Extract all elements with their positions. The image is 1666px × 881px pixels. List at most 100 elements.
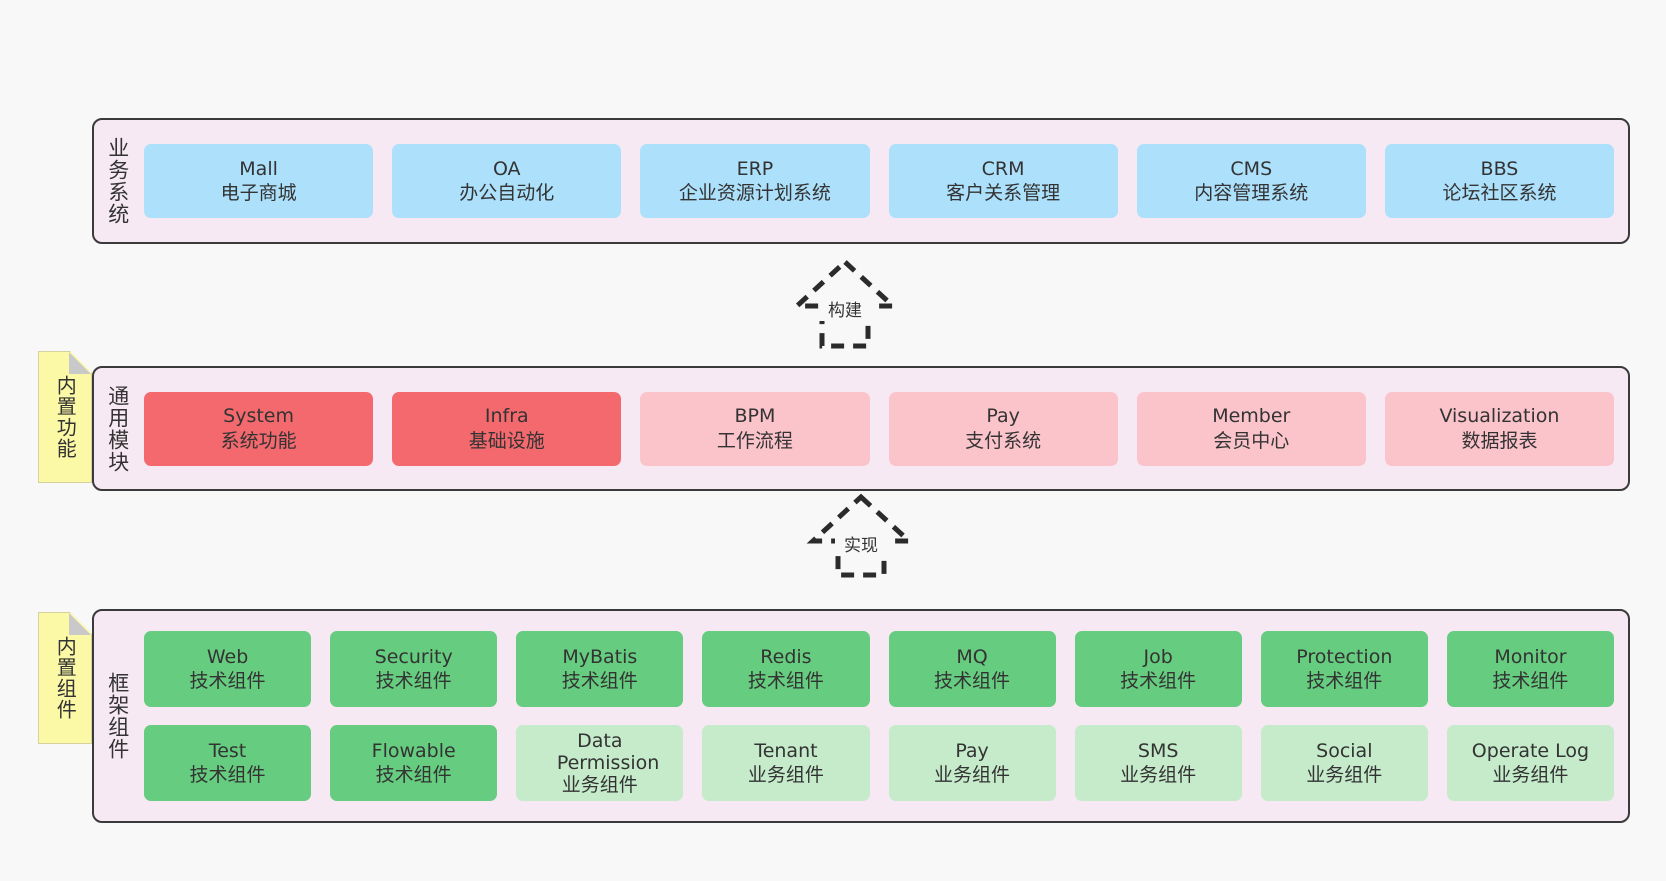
card-visualization[interactable]: Visualization 数据报表 bbox=[1384, 391, 1615, 466]
card-member[interactable]: Member 会员中心 bbox=[1136, 391, 1366, 466]
note-builtin-function: 内置功能 bbox=[38, 351, 92, 483]
card-subtitle: 技术组件 bbox=[1492, 670, 1569, 692]
card-subtitle: 技术组件 bbox=[561, 670, 638, 692]
card-protection[interactable]: Protection 技术组件 bbox=[1260, 631, 1428, 707]
connector-implement: 实现 bbox=[806, 493, 916, 578]
note-builtin-component: 内置组件 bbox=[38, 612, 92, 744]
card-security[interactable]: Security 技术组件 bbox=[330, 631, 498, 707]
card-social[interactable]: Social 业务组件 bbox=[1260, 725, 1428, 801]
card-subtitle: 技术组件 bbox=[934, 670, 1011, 692]
card-subtitle: 业务组件 bbox=[934, 764, 1011, 786]
card-title: Infra bbox=[484, 405, 529, 428]
card-title: MQ bbox=[956, 645, 988, 668]
card-title: CRM bbox=[981, 157, 1025, 180]
card-mybatis[interactable]: MyBatis 技术组件 bbox=[516, 631, 684, 707]
card-title: Security bbox=[374, 645, 453, 668]
card-title: SMS bbox=[1137, 739, 1179, 762]
card-title: BPM bbox=[734, 405, 776, 428]
card-bbs[interactable]: BBS 论坛社区系统 bbox=[1384, 144, 1615, 218]
card-title: Mall bbox=[239, 157, 278, 180]
card-sms[interactable]: SMS 业务组件 bbox=[1074, 725, 1242, 801]
card-title: System bbox=[223, 405, 295, 428]
card-operate-log[interactable]: Operate Log 业务组件 bbox=[1446, 725, 1614, 801]
card-subtitle: 技术组件 bbox=[1306, 670, 1383, 692]
layer-title-business-system: 业务系统 bbox=[105, 137, 130, 225]
layer-common-module: 通用模块 System 系统功能 Infra 基础设施 BPM 工作流程 Pay… bbox=[92, 366, 1630, 491]
card-subtitle: 技术组件 bbox=[375, 670, 452, 692]
connector-implement-label: 实现 bbox=[835, 531, 887, 556]
card-subtitle: 业务组件 bbox=[1492, 764, 1569, 786]
card-subtitle: 数据报表 bbox=[1461, 429, 1538, 452]
card-crm[interactable]: CRM 客户关系管理 bbox=[888, 144, 1118, 218]
card-title: Flowable bbox=[371, 739, 456, 762]
layer-body-business-system: Mall 电子商城 OA 办公自动化 ERP 企业资源计划系统 CRM 客户关系… bbox=[140, 120, 1628, 242]
card-title: Tenant bbox=[754, 739, 818, 762]
card-title: Web bbox=[206, 645, 249, 668]
card-pay[interactable]: Pay 支付系统 bbox=[888, 391, 1118, 466]
card-monitor[interactable]: Monitor 技术组件 bbox=[1446, 631, 1614, 707]
card-title: Operate Log bbox=[1471, 739, 1590, 762]
card-subtitle: 支付系统 bbox=[965, 429, 1042, 452]
card-title: Social bbox=[1316, 739, 1373, 762]
card-redis[interactable]: Redis 技术组件 bbox=[702, 631, 870, 707]
card-system[interactable]: System 系统功能 bbox=[144, 391, 374, 466]
layer-title-common-module: 通用模块 bbox=[105, 384, 130, 473]
card-title: Pay bbox=[986, 405, 1020, 428]
card-subtitle: 系统功能 bbox=[220, 429, 297, 452]
card-row: System 系统功能 Infra 基础设施 BPM 工作流程 Pay 支付系统… bbox=[144, 391, 1615, 466]
card-title: Member bbox=[1212, 405, 1291, 428]
card-title: Protection bbox=[1296, 645, 1393, 668]
card-subtitle: 业务组件 bbox=[561, 774, 638, 797]
card-web[interactable]: Web 技术组件 bbox=[144, 631, 312, 707]
card-subtitle: 企业资源计划系统 bbox=[678, 182, 831, 204]
card-title: Visualization bbox=[1439, 405, 1560, 428]
card-title: Job bbox=[1143, 645, 1173, 668]
note-fold-corner bbox=[69, 613, 91, 635]
card-oa[interactable]: OA 办公自动化 bbox=[392, 144, 622, 218]
card-flowable[interactable]: Flowable 技术组件 bbox=[330, 725, 498, 801]
card-subtitle: 技术组件 bbox=[747, 670, 824, 692]
card-title: OA bbox=[492, 157, 521, 180]
card-subtitle: 内容管理系统 bbox=[1194, 182, 1309, 204]
card-title: Redis bbox=[760, 645, 812, 668]
card-subtitle: 客户关系管理 bbox=[946, 182, 1061, 204]
note-fold-corner bbox=[69, 352, 91, 374]
card-subtitle: 技术组件 bbox=[189, 670, 266, 692]
card-job[interactable]: Job 技术组件 bbox=[1074, 631, 1242, 707]
card-bpm[interactable]: BPM 工作流程 bbox=[640, 391, 870, 466]
card-data-permission[interactable]: Data Permission 业务组件 bbox=[516, 725, 684, 801]
note-label: 内置功能 bbox=[53, 375, 78, 459]
layer-body-common-module: System 系统功能 Infra 基础设施 BPM 工作流程 Pay 支付系统… bbox=[140, 368, 1628, 489]
card-title: BBS bbox=[1480, 157, 1519, 180]
card-title: MyBatis bbox=[562, 645, 638, 668]
card-erp[interactable]: ERP 企业资源计划系统 bbox=[640, 144, 870, 218]
card-title: CMS bbox=[1230, 157, 1273, 180]
card-row: Mall 电子商城 OA 办公自动化 ERP 企业资源计划系统 CRM 客户关系… bbox=[144, 144, 1615, 218]
note-label: 内置组件 bbox=[53, 636, 78, 720]
card-pay-business[interactable]: Pay 业务组件 bbox=[888, 725, 1056, 801]
card-subtitle: 技术组件 bbox=[189, 764, 266, 786]
layer-framework-component: 框架组件 Web 技术组件 Security 技术组件 MyBatis 技术组件… bbox=[92, 609, 1630, 823]
card-row: Web 技术组件 Security 技术组件 MyBatis 技术组件 Redi… bbox=[144, 631, 1614, 707]
card-subtitle: 业务组件 bbox=[1306, 764, 1383, 786]
card-subtitle: 技术组件 bbox=[375, 764, 452, 786]
card-subtitle: 业务组件 bbox=[747, 764, 824, 786]
card-subtitle: 办公自动化 bbox=[459, 182, 555, 204]
card-subtitle: 会员中心 bbox=[1213, 429, 1290, 452]
card-title: Pay bbox=[955, 739, 989, 762]
card-title: Data Permission bbox=[556, 729, 660, 774]
layer-title-framework-component: 框架组件 bbox=[105, 672, 130, 760]
card-infra[interactable]: Infra 基础设施 bbox=[392, 391, 622, 466]
card-mq[interactable]: MQ 技术组件 bbox=[888, 631, 1056, 707]
card-tenant[interactable]: Tenant 业务组件 bbox=[702, 725, 870, 801]
card-title: Test bbox=[208, 739, 247, 762]
card-test[interactable]: Test 技术组件 bbox=[144, 725, 312, 801]
connector-build-label: 构建 bbox=[819, 296, 871, 321]
card-title: ERP bbox=[736, 157, 774, 180]
card-cms[interactable]: CMS 内容管理系统 bbox=[1136, 144, 1366, 218]
card-subtitle: 电子商城 bbox=[220, 182, 297, 204]
card-mall[interactable]: Mall 电子商城 bbox=[144, 144, 374, 218]
card-subtitle: 技术组件 bbox=[1120, 670, 1197, 692]
card-subtitle: 基础设施 bbox=[468, 429, 545, 452]
